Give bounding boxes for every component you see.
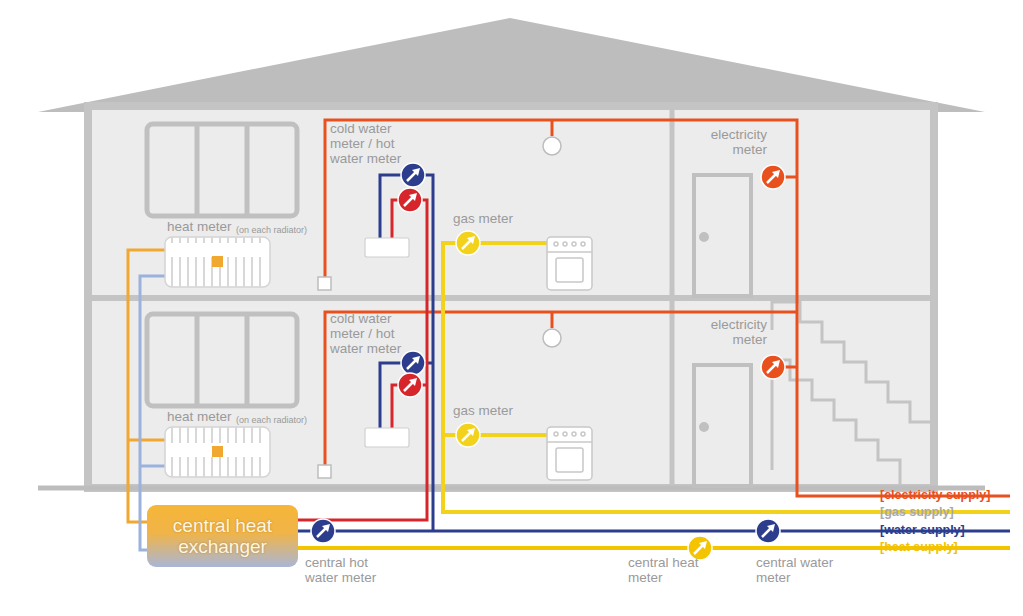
water-pipe (298, 175, 1010, 531)
supply-label: [electricity supply] (880, 488, 990, 503)
meter-label: cold water meter / hot water meter (330, 121, 406, 166)
meter-label: central water meter (756, 555, 842, 585)
meter-label: cold water meter / hot water meter (330, 311, 406, 356)
note-label: (on each radiator) (236, 413, 307, 428)
meter-label: electricity meter (690, 127, 767, 157)
meter-symbol (311, 163, 785, 560)
stove (547, 237, 592, 480)
walls (38, 106, 985, 488)
note-label: (on each radiator) (236, 223, 307, 238)
supply-label: [water supply] (880, 523, 965, 538)
radiator (165, 237, 270, 477)
gas-pipe (443, 243, 1010, 512)
heat-exchanger-box: central heat exchanger (147, 505, 298, 567)
box-title: central heat exchanger (155, 515, 290, 557)
supply-label: [gas supply] (880, 505, 954, 520)
window (147, 124, 297, 406)
meter-label: central hot water meter (305, 555, 397, 585)
supply-label: [heat supply] (880, 540, 958, 555)
socket-and-lamp (318, 137, 561, 478)
meter-label: central heat meter (628, 555, 706, 585)
meter-label: electricity meter (690, 317, 767, 347)
meter-label: heat meter (167, 409, 232, 424)
meter-label: gas meter (453, 211, 513, 226)
meter-label: gas meter (453, 403, 513, 418)
meter-label: heat meter (167, 219, 232, 234)
roof (38, 18, 985, 112)
